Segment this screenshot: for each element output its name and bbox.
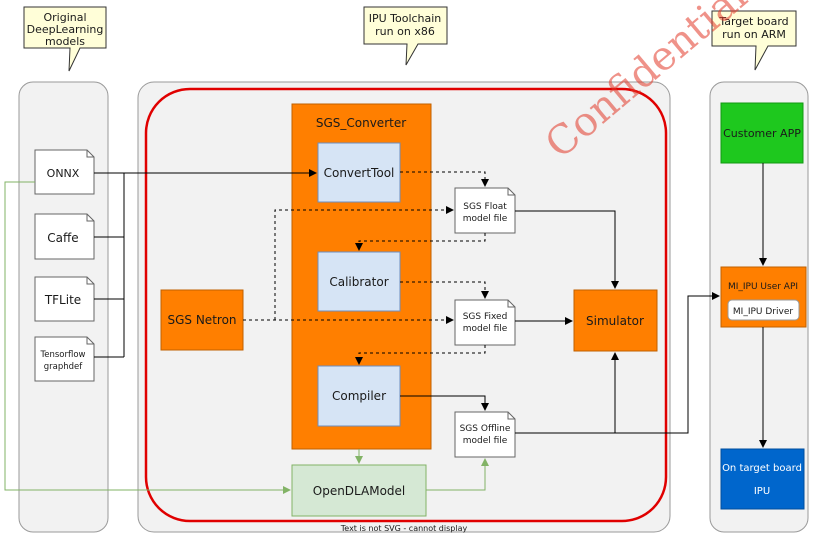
- open-dla-model-box: [291, 464, 427, 517]
- user-api-label: MI_IPU User API: [728, 282, 798, 292]
- offline-label-line-1: SGS Offline: [460, 424, 511, 434]
- solid-flow-arrows: [400, 163, 767, 448]
- sgs-offline-model-doc: SGS Offline model file: [454, 411, 516, 458]
- caffe-label: Caffe: [47, 231, 78, 245]
- sgs-fixed-model-doc: SGS Fixed model file: [454, 299, 516, 346]
- callout-original-models: Original DeepLearning models: [23, 6, 107, 72]
- offline-label-line-2: model file: [463, 436, 508, 446]
- fixed-label-line-2: model file: [463, 324, 508, 334]
- target-ipu-label-line-2: IPU: [754, 486, 770, 497]
- target-ipu-box: [720, 448, 805, 510]
- fixed-label-line-1: SGS Fixed: [463, 312, 508, 322]
- callout-toolchain-line-1: IPU Toolchain: [369, 12, 442, 25]
- simulator-box: [573, 289, 658, 352]
- green-flow-arrows: [4, 181, 489, 494]
- calibrator-label: Calibrator: [329, 275, 388, 289]
- callout-ipu-toolchain: IPU Toolchain run on x86: [363, 6, 448, 66]
- calibrator-box: [317, 251, 401, 312]
- caffe-model-doc: Caffe: [34, 213, 95, 260]
- footer-note: Text is not SVG - cannot display: [340, 524, 468, 533]
- open-dla-model-label: OpenDLAModel: [313, 484, 406, 498]
- customer-app-label: Customer APP: [723, 127, 801, 140]
- model-input-connectors: [94, 169, 317, 358]
- float-label-line-2: model file: [463, 214, 508, 224]
- mi-ipu-driver-box: [727, 299, 800, 321]
- callout-original-line-3: models: [45, 35, 85, 48]
- target-ipu-label-line-1: On target board: [722, 463, 802, 474]
- sgs-float-model-doc: SGS Float model file: [454, 187, 516, 234]
- dashed-flow-arrows: [243, 171, 489, 365]
- convert-tool-box: [317, 142, 401, 203]
- simulator-label: Simulator: [586, 314, 644, 328]
- sgs-converter-title: SGS_Converter: [316, 116, 406, 130]
- compiler-box: [317, 365, 401, 427]
- tflite-label: TFLite: [44, 293, 81, 307]
- compiler-label: Compiler: [332, 389, 386, 403]
- sgs-netron-box: [160, 289, 244, 351]
- tensorflow-label-line-1: Tensorflow: [40, 350, 86, 360]
- callout-board-line-1: Target board: [718, 15, 788, 28]
- callout-original-line-2: DeepLearning: [27, 23, 104, 36]
- onnx-label: ONNX: [47, 167, 80, 180]
- tensorflow-label-line-2: graphdef: [44, 362, 84, 372]
- tensorflow-model-doc: Tensorflow graphdef: [34, 336, 95, 382]
- toolchain-highlight: [144, 87, 668, 523]
- customer-app-box: [720, 102, 804, 164]
- convert-tool-label: ConvertTool: [324, 166, 395, 180]
- onnx-model-doc: ONNX: [34, 149, 95, 195]
- callout-toolchain-line-2: run on x86: [375, 25, 435, 38]
- callout-original-line-1: Original: [43, 11, 86, 24]
- callout-board-line-2: run on ARM: [722, 28, 786, 41]
- tflite-model-doc: TFLite: [34, 276, 95, 322]
- driver-label: MI_IPU Driver: [733, 307, 793, 317]
- sgs-netron-label: SGS Netron: [167, 313, 236, 327]
- callout-target-board: Target board run on ARM: [711, 10, 797, 71]
- float-label-line-1: SGS Float: [463, 202, 507, 212]
